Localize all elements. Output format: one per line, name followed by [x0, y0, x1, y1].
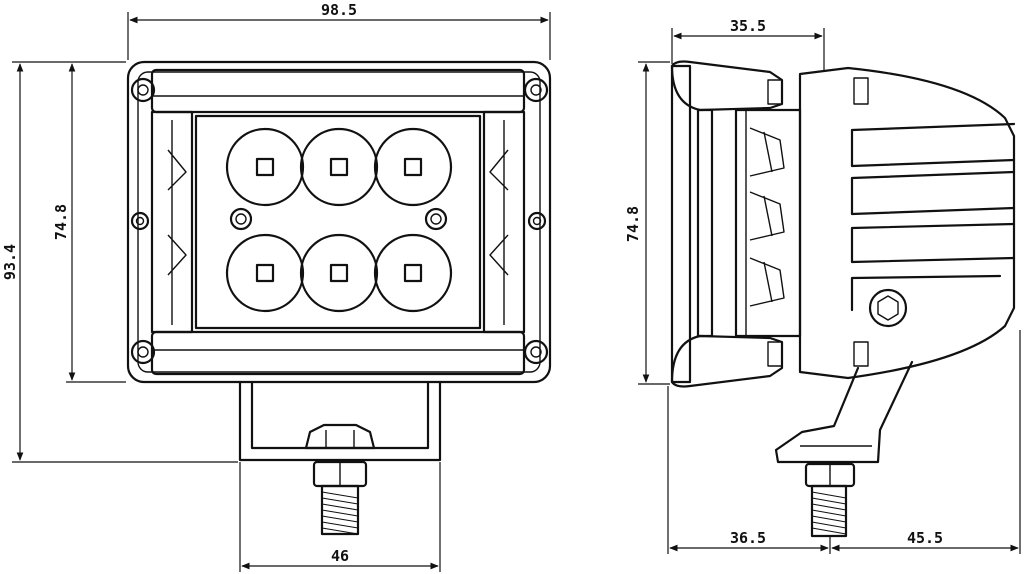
- led-chip: [329, 263, 349, 283]
- dim-side-bottom-front: 36.5: [730, 529, 766, 547]
- side-housing: [798, 66, 1016, 380]
- front-right-post: [482, 110, 526, 334]
- lens-screw: [424, 207, 448, 231]
- corner-screw: [130, 77, 156, 103]
- side-front-frame: [670, 64, 692, 384]
- led-reflector: [373, 233, 453, 313]
- led-reflectors: [225, 127, 453, 313]
- side-top-clamp: [670, 60, 784, 112]
- side-dimensions: 35.5 74.8 36.5 45.5: [624, 17, 1021, 554]
- front-bottom-rail: [150, 330, 526, 376]
- led-reflector: [299, 127, 379, 207]
- dim-front-total-height: 93.4: [1, 244, 19, 280]
- dim-side-bottom-rear: 45.5: [907, 529, 943, 547]
- front-dimensions: 98.5 93.4 74.8 46: [1, 1, 551, 572]
- front-top-rail: [150, 68, 526, 114]
- dim-side-body-height: 74.8: [624, 206, 642, 242]
- led-chip: [255, 157, 275, 177]
- lens-panel: [194, 114, 482, 330]
- side-view: [670, 60, 1016, 538]
- side-heatsink-fins: [850, 122, 1016, 312]
- led-reflector: [225, 127, 305, 207]
- led-reflector: [373, 127, 453, 207]
- lens-screw: [229, 207, 253, 231]
- led-chip: [403, 157, 423, 177]
- side-screw: [527, 211, 547, 231]
- dim-front-body-height: 74.8: [52, 204, 70, 240]
- led-chip: [329, 157, 349, 177]
- dim-side-top-depth: 35.5: [730, 17, 766, 35]
- dim-bracket-width: 46: [331, 547, 349, 565]
- corner-screw: [523, 77, 549, 103]
- side-inner-bar: [696, 108, 714, 338]
- side-screw: [130, 211, 150, 231]
- led-reflector: [299, 233, 379, 313]
- led-reflector: [225, 233, 305, 313]
- led-chip: [255, 263, 275, 283]
- dim-front-width: 98.5: [321, 1, 357, 19]
- corner-screw: [130, 339, 156, 365]
- front-mount-bolt: [320, 484, 360, 536]
- front-view: [126, 60, 552, 536]
- front-mount-nut: [304, 423, 376, 450]
- front-housing-outer: [126, 60, 552, 384]
- side-bottom-clamp: [670, 334, 784, 388]
- side-adjust-knob: [868, 288, 908, 328]
- front-left-post: [150, 110, 194, 334]
- side-mount-bracket: [774, 360, 914, 464]
- side-mount-bolt: [810, 484, 848, 538]
- led-chip: [403, 263, 423, 283]
- corner-screw: [523, 339, 549, 365]
